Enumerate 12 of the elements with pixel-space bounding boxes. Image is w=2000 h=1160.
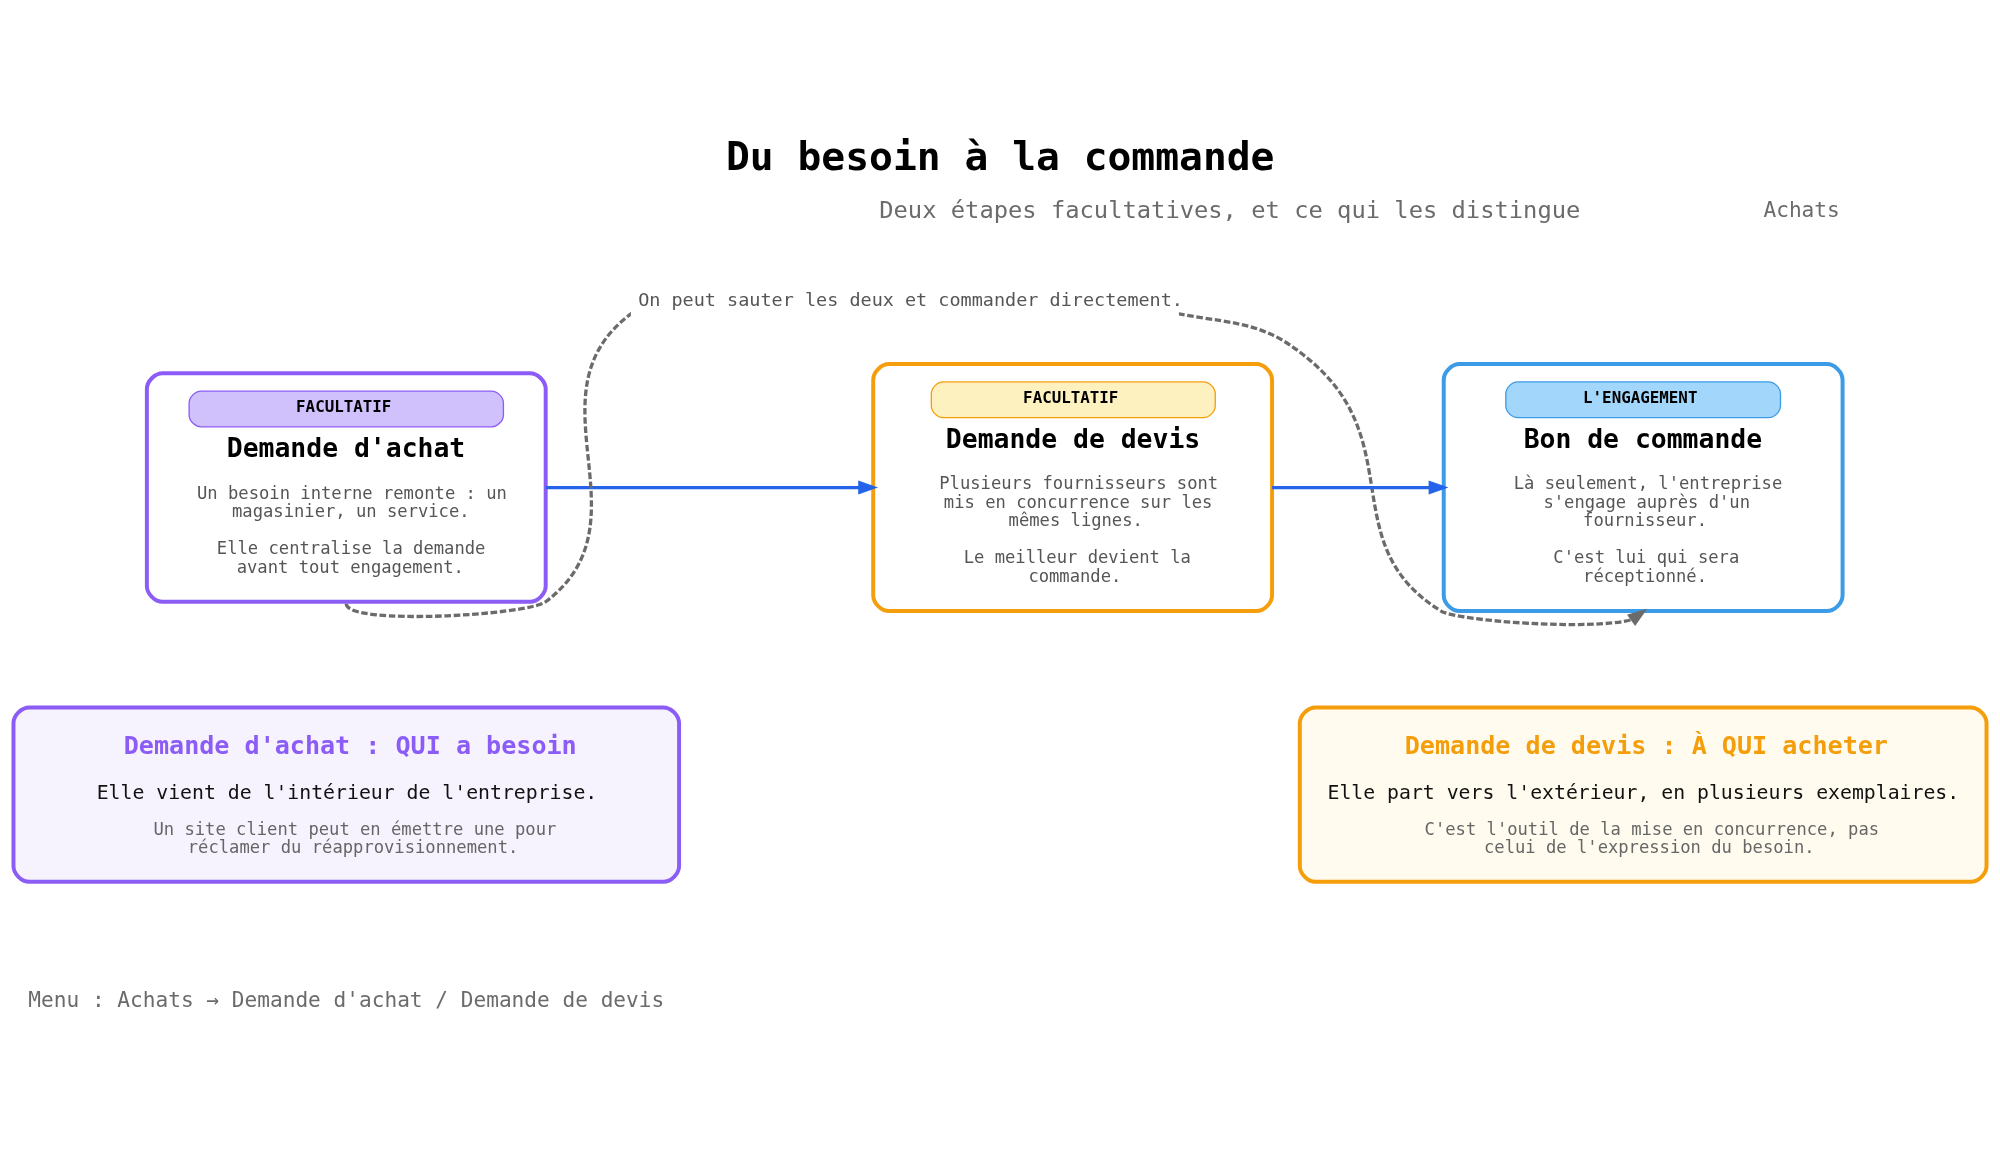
node-box: Demande de devis : À QUI acheter Elle part vers l'extérieur, en plusieurs exemplaires. C'est l'outil de la mise en concurrence, pas celui de l'expression du besoin. xyxy=(1297,705,1989,884)
label: Achats xyxy=(1763,197,1840,223)
node-box: Demande d'achat : QUI a besoin Elle vient de l'intérieur de l'entreprise. Un site client peut en émettre une pour réclamer du réapprovisionnement. xyxy=(11,705,682,884)
node-box: FACULTATIF Demande de devis Plusieurs fournisseurs sont mis en concurrence sur les mêmes lignes. Le meilleur devient la commande. xyxy=(871,362,1275,613)
label: Menu : Achats → Demande d'achat / Demande de devis xyxy=(28,986,665,1012)
node-box: FACULTATIF Demande d'achat Un besoin interne remonte : un magasinier, un service. Elle centralise la demande avant tout engagement. xyxy=(144,371,548,604)
edge-label: On peut sauter les deux et commander directement. xyxy=(638,288,1183,310)
arrow xyxy=(1272,480,1449,495)
node-box: L'ENGAGEMENT Bon de commande Là seulement, l'entreprise s'engage auprès d'un fournisseur. C'est lui qui sera réceptionné. xyxy=(1441,362,1845,613)
label: Deux étapes facultatives, et ce qui les distingue xyxy=(879,196,1581,225)
diagram-title: Du besoin à la commande xyxy=(725,132,1275,179)
arrow xyxy=(545,480,879,495)
